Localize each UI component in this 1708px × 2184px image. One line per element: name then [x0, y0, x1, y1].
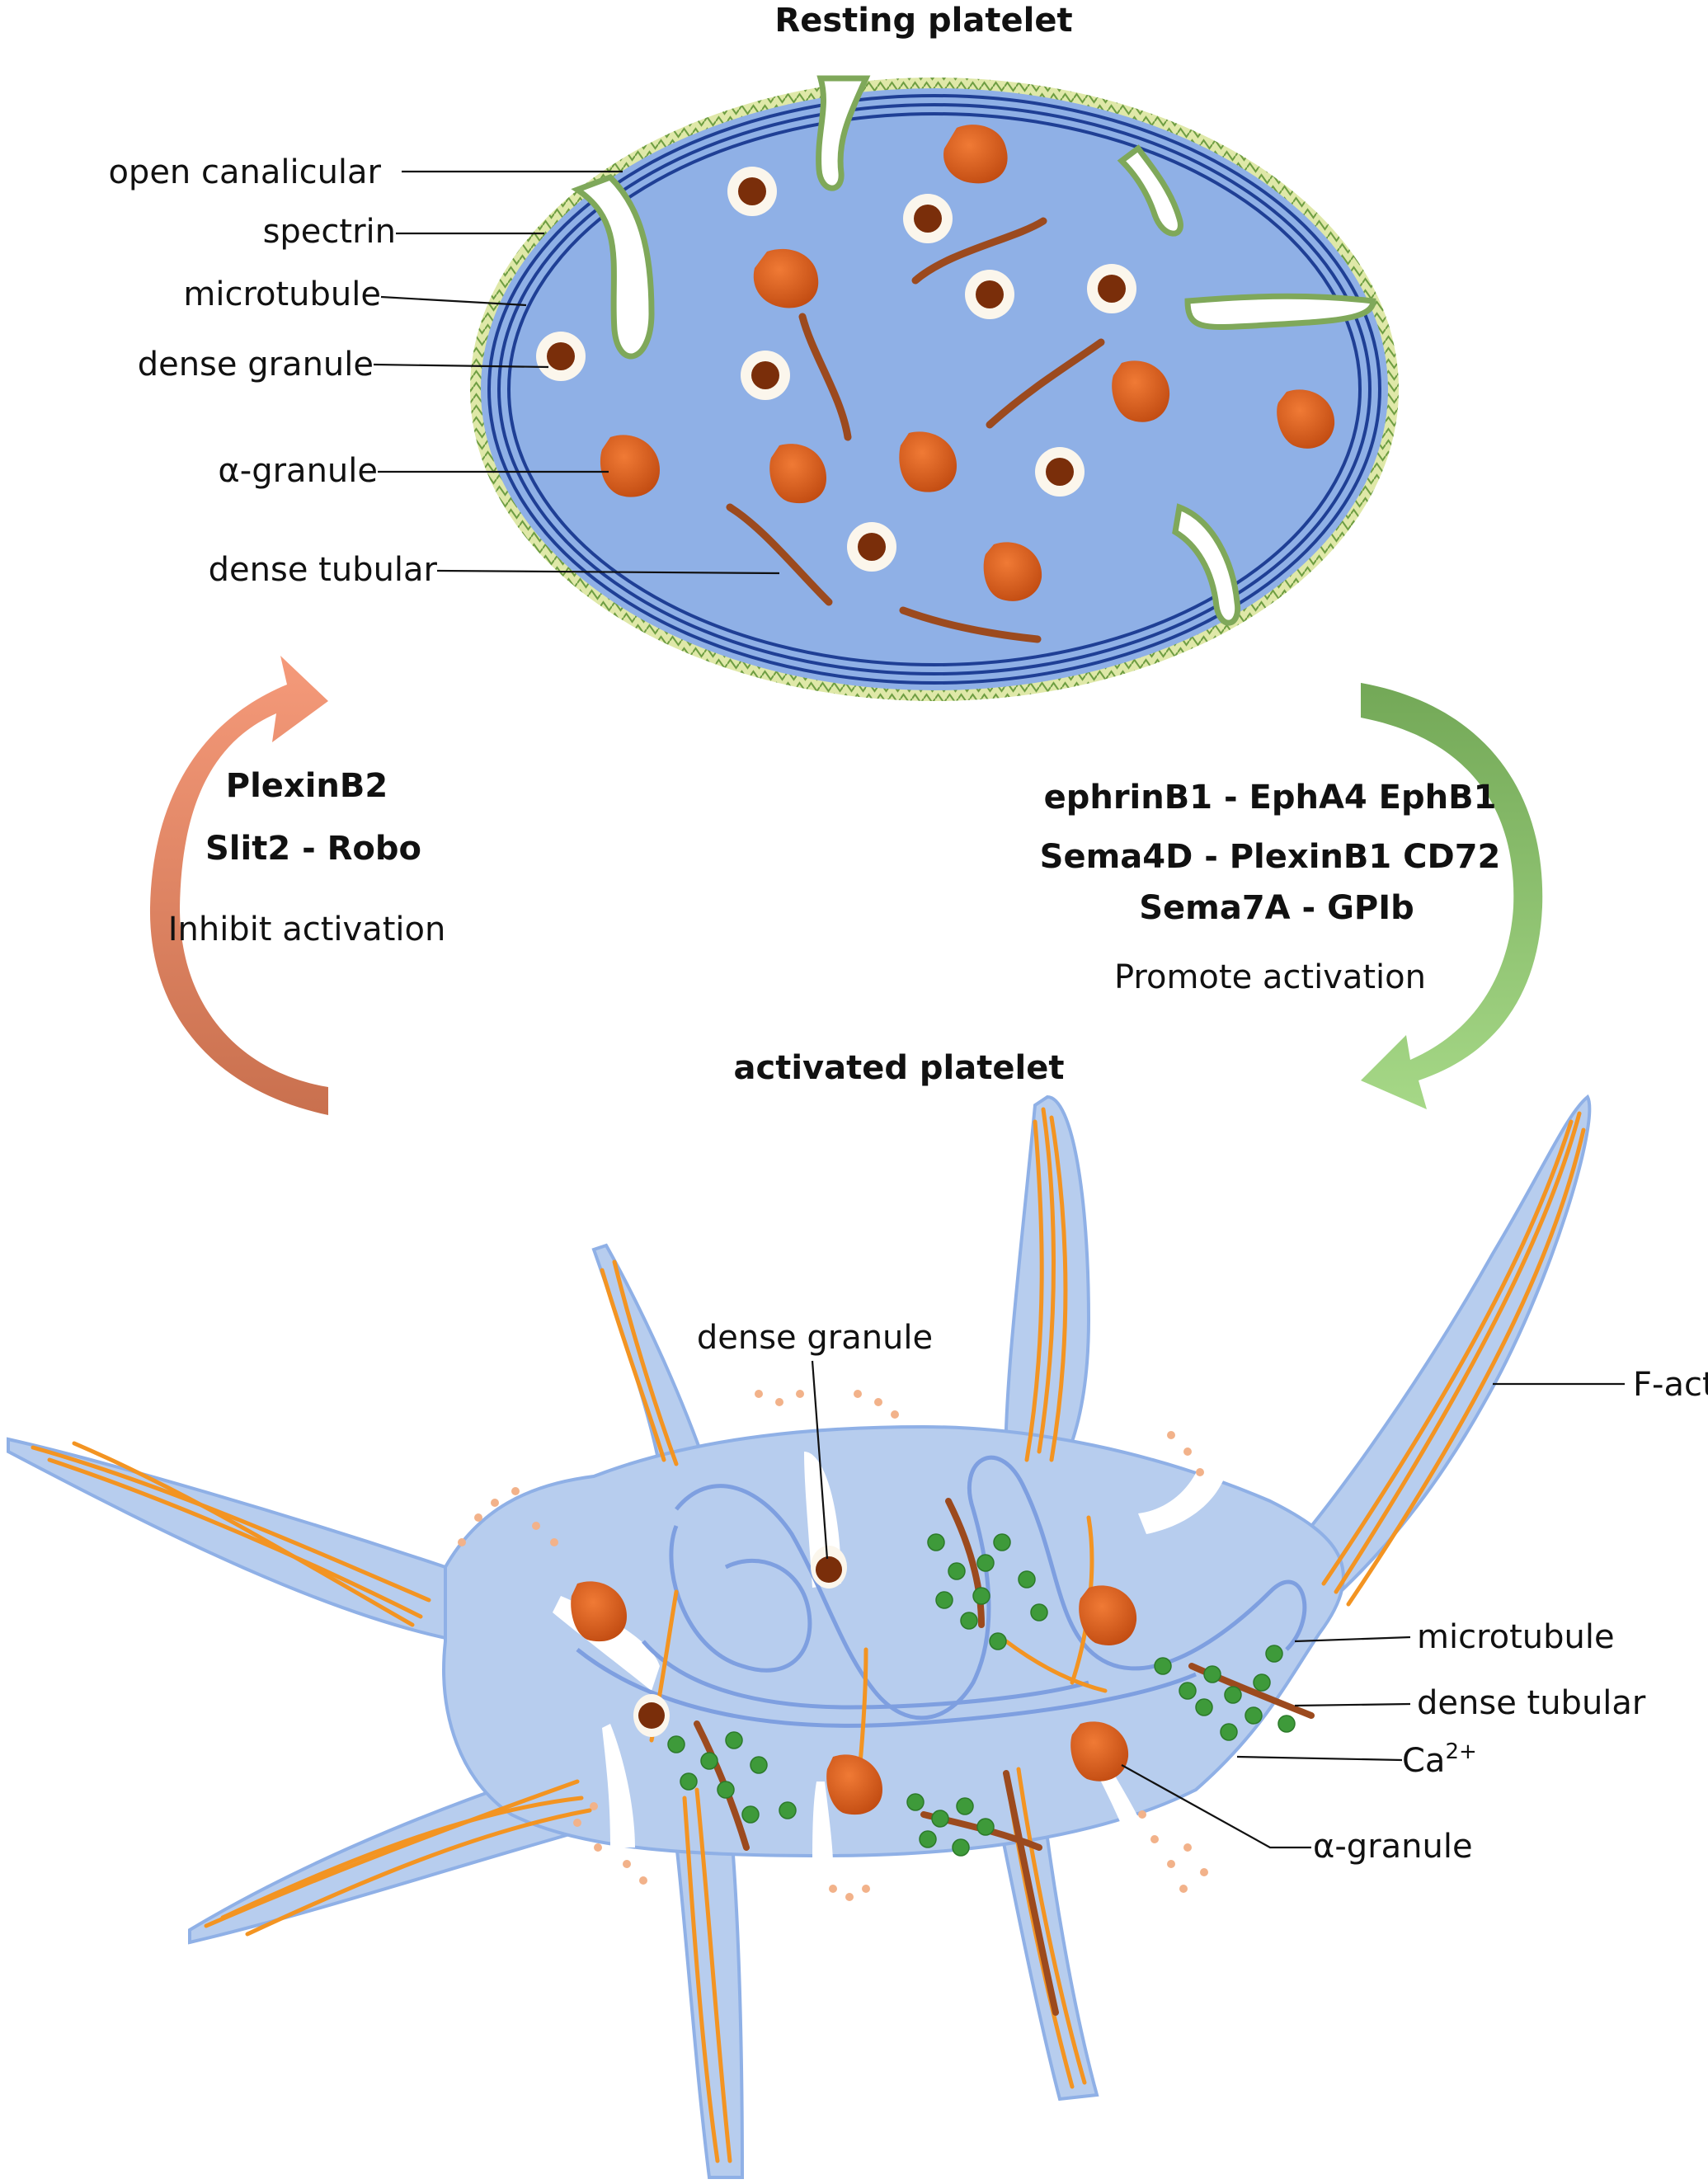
dense-granule [633, 1694, 670, 1737]
dense-granule [727, 167, 777, 216]
dense-granule [965, 270, 1014, 319]
released-granule-dots [458, 1390, 1208, 1901]
activated-dense-granules [633, 1546, 847, 1737]
alpha-granule [899, 431, 957, 492]
label-alpha-granule-resting: α-granule [218, 452, 378, 490]
leader-dense-granule-resting [373, 363, 549, 369]
label-open-canalicular: open canalicular [108, 153, 381, 191]
calcium-ions [667, 1533, 1296, 1857]
dense-granule [847, 522, 896, 572]
label-dense-granule-activated: dense granule [697, 1319, 933, 1357]
resting-platelet: Resting platelet open canalicular spectr… [108, 2, 1399, 701]
leader-microtubule-resting [380, 295, 527, 307]
label-dense-tubular-activated: dense tubular [1417, 1684, 1646, 1722]
alpha-granule [826, 1754, 882, 1815]
alpha-granule [753, 248, 819, 308]
label-calcium: Ca2+ [1402, 1739, 1477, 1780]
leader-dense-granule-activated [811, 1360, 829, 1560]
leader-dense-tubular-resting [436, 569, 780, 575]
alpha-granule [943, 125, 1008, 184]
label-spectrin: spectrin [263, 213, 396, 251]
promote-line1: ephrinB1 - EphA4 EphB1 [1044, 779, 1497, 817]
dense-granule [1035, 447, 1085, 497]
activated-platelet-body [7, 1094, 1592, 2179]
label-dense-granule-resting: dense granule [138, 346, 374, 384]
alpha-granule [1112, 360, 1170, 422]
alpha-granule [600, 435, 660, 497]
promote-arrow [1361, 683, 1543, 1109]
label-alpha-granule-activated: α-granule [1313, 1828, 1473, 1866]
dense-tubular-system [726, 217, 1105, 643]
label-microtubule-resting: microtubule [183, 275, 381, 313]
promote-line3: Sema7A - GPIb [1139, 889, 1414, 927]
leader-alpha-granule-activated [1121, 1764, 1311, 1849]
leader-microtubule-activated [1294, 1636, 1411, 1643]
promote-caption: Promote activation [1114, 958, 1426, 996]
leader-dense-tubular-activated [1294, 1702, 1411, 1707]
resting-platelet-title: Resting platelet [774, 2, 1072, 40]
open-canalicular-system [571, 75, 1376, 626]
label-calcium-charge: 2+ [1445, 1739, 1476, 1764]
alpha-granule [1277, 389, 1335, 449]
inhibit-caption: Inhibit activation [168, 911, 446, 948]
inhibit-line1: PlexinB2 [226, 767, 388, 805]
dense-granule [903, 194, 953, 243]
dense-granule [811, 1546, 847, 1589]
label-microtubule-activated: microtubule [1417, 1618, 1615, 1656]
alpha-granule [571, 1581, 627, 1642]
label-calcium-symbol: Ca [1402, 1742, 1445, 1780]
inhibit-arrow [149, 656, 328, 1115]
label-f-actin: F-actin [1633, 1366, 1708, 1404]
alpha-granule [983, 542, 1042, 601]
resting-platelet-cytoplasm [481, 88, 1388, 690]
activated-platelet [7, 1094, 1592, 2179]
resting-alpha-granules [600, 125, 1335, 601]
leader-calcium [1236, 1755, 1403, 1762]
promote-line2: Sema4D - PlexinB1 CD72 [1040, 838, 1501, 876]
activated-alpha-granules [571, 1581, 1137, 1815]
dense-granule [536, 332, 586, 381]
label-dense-tubular-resting: dense tubular [209, 551, 438, 589]
dense-granule [1087, 264, 1136, 313]
activated-platelet-title: activated platelet [734, 1049, 1065, 1087]
resting-dense-granules [536, 167, 1136, 572]
inhibit-line2: Slit2 - Robo [205, 830, 421, 868]
marginal-microtubule-band [487, 94, 1381, 685]
alpha-granule [1079, 1585, 1137, 1645]
alpha-granule [769, 444, 826, 504]
dense-granule [741, 351, 790, 400]
alpha-granule [1070, 1721, 1129, 1782]
